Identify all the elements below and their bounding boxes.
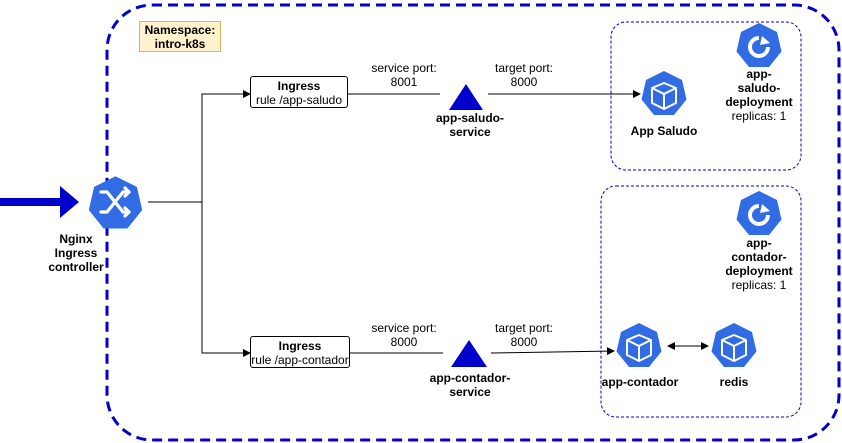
contador-service-label: app-contador- service [429,371,511,399]
deployment-saludo-refresh-icon [736,23,782,67]
pod-saludo-label: App Saludo [630,124,698,138]
connector-lines [148,90,709,357]
shuffle-icon [88,176,143,229]
deployment-contador-refresh-icon [736,191,782,235]
saludo-service-port: service port: 8001 [371,61,437,89]
deployment-saludo-label: app- saludo- deployment replicas: 1 [725,67,793,123]
service-saludo-icon [449,84,483,110]
deployment-contador-label: app- contador- deployment replicas: 1 [725,236,793,292]
namespace-label: Namespace: intro-k8s [139,21,221,52]
deployment-contador-group [600,185,802,418]
ingress-contador-box[interactable]: Ingress rule /app-contador [250,336,350,368]
pod-redis-label: redis [719,375,749,389]
service-contador-icon [451,340,487,367]
saludo-service-label: app-saludo- service [436,111,504,139]
contador-service-port: service port: 8000 [371,321,437,349]
ingress-saludo-box[interactable]: Ingress rule /app-saludo [250,76,348,108]
deployment-saludo-group [610,21,802,171]
namespace-boundary [105,3,841,442]
controller-label: Nginx Ingress controller [48,232,104,274]
contador-target-port: target port: 8000 [494,321,554,349]
pod-contador-cube-icon [616,323,662,367]
incoming-traffic-arrow [0,186,79,218]
pod-saludo-cube-icon [641,71,687,115]
pod-contador-label: app-contador [601,375,679,389]
pod-redis-cube-icon [711,323,757,367]
saludo-target-port: target port: 8000 [494,61,554,89]
